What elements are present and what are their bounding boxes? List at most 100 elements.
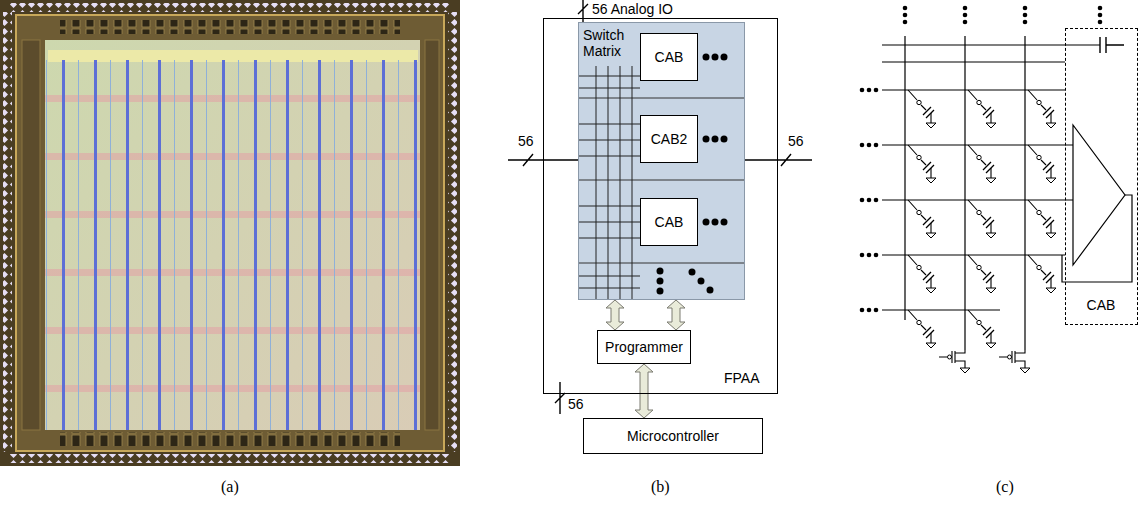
bus-width: 56: [568, 396, 584, 412]
dot: [903, 6, 908, 11]
dot: [721, 136, 728, 143]
memory-cell: [1028, 90, 1056, 128]
panel-caption: (b): [651, 478, 670, 496]
dot: [903, 13, 908, 18]
panel-caption: (a): [221, 478, 239, 496]
dot: [721, 54, 728, 61]
dot: [1023, 20, 1028, 25]
block-label: Microcontroller: [627, 428, 719, 444]
block-label: Programmer: [605, 339, 683, 355]
chip-label: FPAA: [724, 370, 760, 386]
bond-pads: [10, 454, 450, 463]
memory-cell: [908, 255, 936, 293]
block-box: CAB2: [640, 115, 698, 163]
dot: [1098, 13, 1103, 18]
transistor-symbol: [939, 350, 970, 373]
dot: [1098, 20, 1103, 25]
dot: [721, 219, 728, 226]
dot: [903, 20, 908, 25]
dot: [874, 253, 879, 258]
transistor-symbol: [999, 350, 1030, 373]
dot: [703, 54, 710, 61]
die-columns: [45, 60, 420, 430]
dot: [860, 88, 865, 93]
memory-cell: [968, 90, 996, 128]
memory-cell: [968, 200, 996, 238]
dot: [867, 143, 872, 148]
bus-line: [555, 382, 565, 414]
dot: [703, 136, 710, 143]
bond-pads: [10, 3, 450, 12]
dot: [657, 268, 664, 275]
dot: [963, 20, 968, 25]
dot: [867, 88, 872, 93]
bus-width: 56: [518, 133, 534, 149]
memory-cell: [908, 200, 936, 238]
die-core: [45, 40, 420, 430]
memory-cell: [908, 145, 936, 183]
block-arrow: [667, 300, 685, 330]
dot: [860, 143, 865, 148]
block-box: CAB: [640, 33, 698, 81]
dot: [703, 219, 710, 226]
dot: [963, 13, 968, 18]
dot: [874, 308, 879, 313]
dot: [698, 278, 705, 285]
bond-pads: [3, 12, 12, 452]
memory-cell: [1028, 200, 1056, 238]
block-label: CAB: [655, 214, 684, 230]
die-frame: [16, 15, 444, 451]
die-periphery: [60, 20, 400, 34]
memory-cell: [1028, 255, 1056, 293]
dot: [867, 308, 872, 313]
memory-cell: [908, 90, 936, 128]
dot: [712, 136, 719, 143]
dot: [860, 308, 865, 313]
die-periphery: [425, 40, 439, 430]
dot: [874, 88, 879, 93]
bus-line: [745, 154, 812, 166]
dot: [712, 54, 719, 61]
block-arrow: [606, 300, 624, 330]
memory-cell: [968, 310, 996, 348]
switch-matrix-region: Switch MatrixCABCAB2CAB: [578, 22, 745, 300]
memory-cell: [908, 310, 936, 348]
capacitor-symbol: [1100, 37, 1124, 53]
continuation-dots: [657, 54, 728, 295]
dot: [867, 198, 872, 203]
array-wires: [882, 36, 1100, 350]
bond-pads: [448, 12, 457, 452]
cab-region: CAB: [1065, 28, 1138, 325]
memory-cell: [1028, 145, 1056, 183]
memory-cell: [968, 255, 996, 293]
shaded-region: [578, 22, 745, 300]
die-photo: [0, 0, 460, 466]
amplifier-symbol: [1073, 125, 1125, 265]
block-arrow: [635, 364, 653, 418]
dot: [689, 269, 696, 276]
chip-box: FPAASwitch MatrixCABCAB2CABProgrammer: [543, 18, 778, 394]
bus-width: 56: [788, 133, 804, 149]
dot: [657, 288, 664, 295]
dot: [874, 143, 879, 148]
dot: [963, 6, 968, 11]
dot: [712, 219, 719, 226]
dot: [1023, 13, 1028, 18]
bus-label: 56 Analog IO: [592, 1, 673, 17]
programmer-box: Programmer: [597, 330, 691, 364]
region-label: CAB: [1066, 297, 1136, 313]
controller-box: Microcontroller: [583, 418, 763, 454]
dot: [860, 198, 865, 203]
block-box: CAB: [640, 198, 698, 246]
die-periphery: [60, 432, 400, 446]
block-label: CAB: [655, 49, 684, 65]
dot: [707, 287, 714, 294]
dot: [867, 253, 872, 258]
dot: [1023, 6, 1028, 11]
switch-grid: [578, 66, 640, 300]
block-label: CAB2: [651, 131, 688, 147]
region-label: Switch Matrix: [583, 27, 637, 59]
feedback-wire: [1062, 195, 1132, 282]
